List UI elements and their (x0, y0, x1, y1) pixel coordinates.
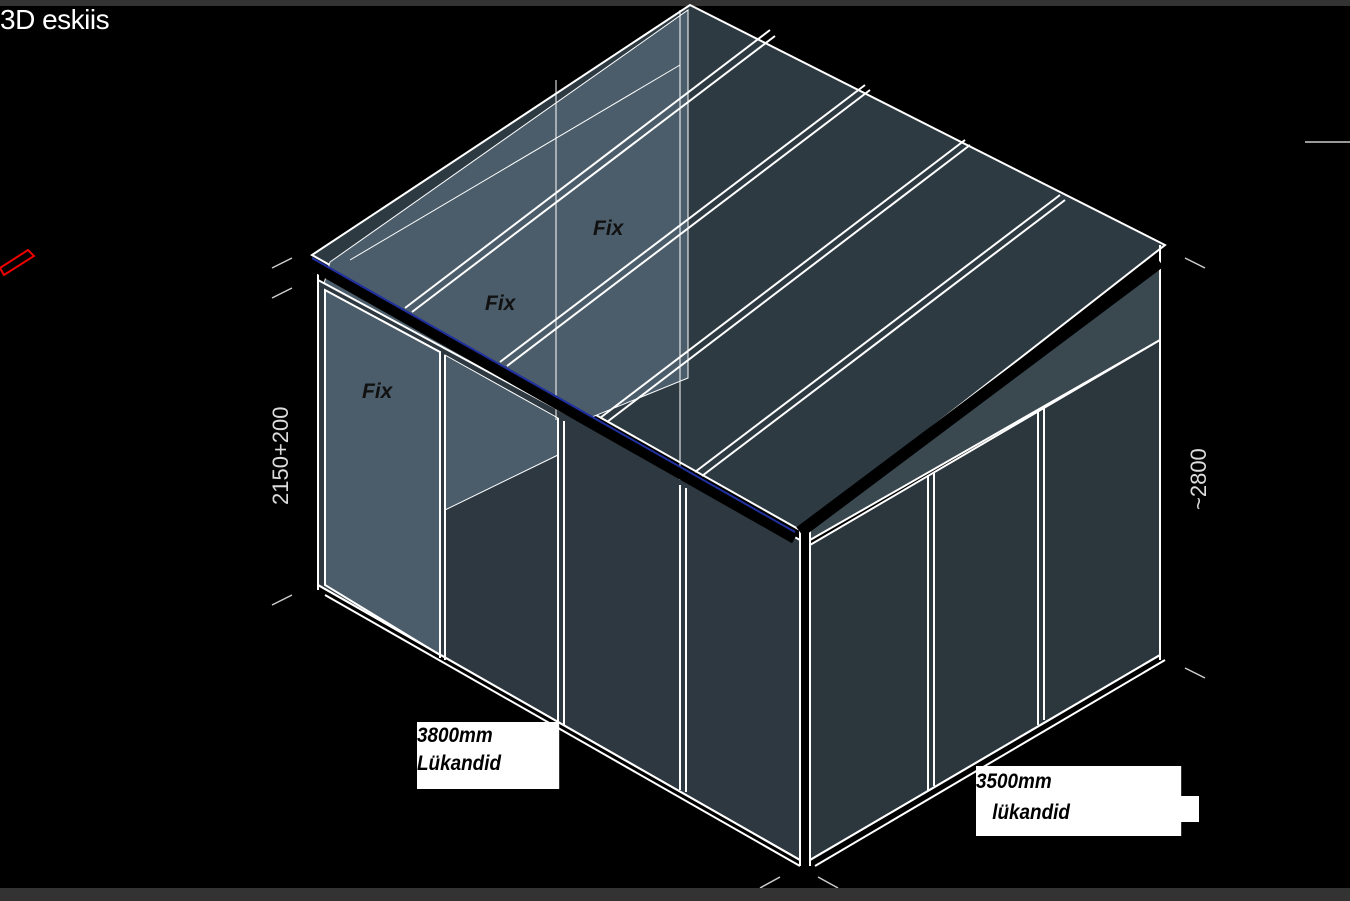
front-beam (309, 258, 798, 544)
side-wall-label: 3500mm lükandid (976, 766, 1182, 836)
front-width: 3800mm (417, 724, 493, 747)
front-type: Lükandid (417, 752, 502, 775)
fix-label-front: Fix (362, 380, 393, 403)
label-tab (1180, 796, 1199, 822)
fix-label-roof-1: Fix (485, 292, 516, 315)
side-type: lükandid (992, 801, 1070, 824)
left-height-dimension: 2150+200 (268, 406, 293, 506)
side-width: 3500mm (976, 770, 1052, 793)
front-wall-label: 3800mm Lükandid (417, 722, 560, 789)
front-left-panel (324, 288, 441, 657)
red-marker (0, 248, 36, 277)
bottom-bar (0, 888, 1350, 901)
right-height-dimension: ~2800 (1186, 448, 1211, 510)
right-beam (796, 257, 1164, 537)
fix-label-roof-2: Fix (593, 217, 624, 240)
top-bar (0, 0, 1350, 6)
drawing-title: 3D eskiis (0, 4, 110, 35)
